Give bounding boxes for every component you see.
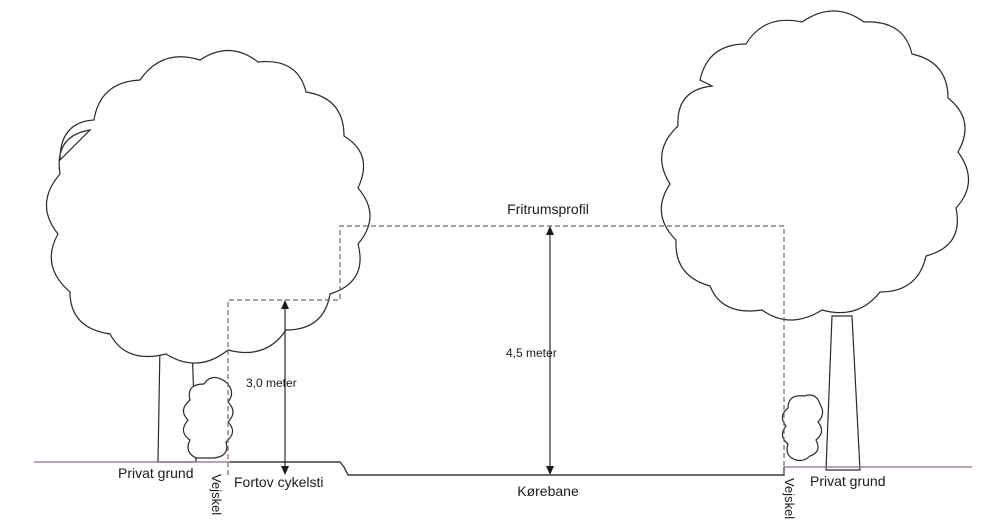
left-tree-icon — [45, 49, 371, 463]
privat-grund-left-label: Privat grund — [118, 465, 193, 481]
height-arrow-carriageway — [546, 226, 554, 475]
privat-grund-right-label: Privat grund — [810, 473, 885, 489]
vejskel-left-label: Vejskel — [209, 474, 224, 515]
carriageway-height-label: 4,5 meter — [506, 346, 557, 360]
vejskel-right-label: Vejskel — [782, 478, 797, 519]
right-tree-icon — [660, 10, 970, 471]
sidewalk-height-label: 3,0 meter — [246, 376, 297, 390]
fritrumsprofil-label: Fritrumsprofil — [507, 201, 589, 217]
clearance-profile-outline — [227, 225, 785, 475]
fortov-cykelsti-label: Fortov cykelsti — [234, 474, 323, 490]
height-arrow-sidewalk — [281, 300, 289, 475]
korebane-label: Kørebane — [517, 483, 579, 499]
left-bush-icon — [182, 376, 234, 459]
right-bush-icon — [781, 394, 824, 462]
